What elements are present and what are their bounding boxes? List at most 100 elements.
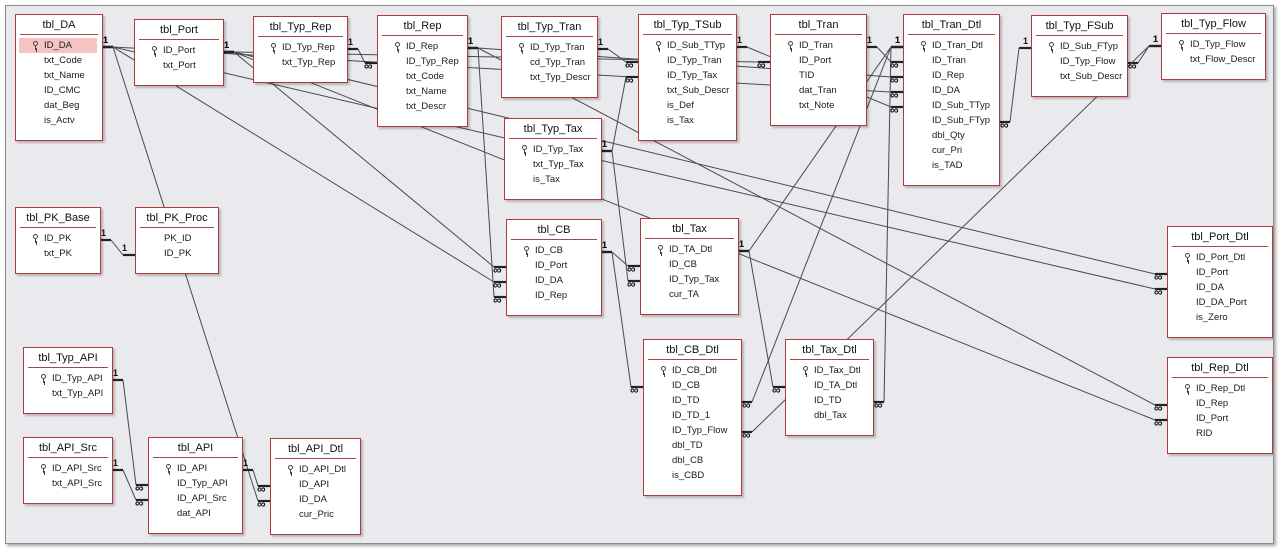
field[interactable]: txt_Flow_Descr xyxy=(1162,52,1265,67)
relationship-tbl-rep-to-tbl-cb[interactable] xyxy=(466,46,506,299)
table-title[interactable]: tbl_Tax xyxy=(645,221,734,239)
relationship-tbl-da-to-tbl-api-dtl[interactable] xyxy=(101,45,270,503)
table-title[interactable]: tbl_API_Src xyxy=(28,440,108,458)
relationship-line[interactable] xyxy=(112,46,1156,290)
field[interactable]: ID_API_Src xyxy=(149,491,242,506)
field[interactable]: dbl_TD xyxy=(644,438,741,453)
table-title[interactable]: tbl_PK_Base xyxy=(20,210,96,228)
field[interactable]: ID_Typ_Tax xyxy=(639,68,736,83)
field[interactable]: TID xyxy=(771,68,866,83)
primary-key-field[interactable]: ID_Typ_Tax xyxy=(505,142,601,157)
table-title[interactable]: tbl_Port xyxy=(139,22,219,40)
relationship-tbl-typ-tax-to-tbl-tax[interactable] xyxy=(600,149,640,283)
relationship-line[interactable] xyxy=(611,76,627,152)
relationship-line[interactable] xyxy=(122,469,137,501)
field[interactable]: ID_TD xyxy=(644,393,741,408)
field[interactable]: ID_Sub_FTyp xyxy=(904,113,999,128)
relationship-line[interactable] xyxy=(748,250,774,388)
relationship-line[interactable] xyxy=(112,46,495,283)
relationship-tbl-typ-tran-to-tbl-typ-tsub[interactable] xyxy=(596,47,638,64)
field[interactable]: cd_Typ_Tran xyxy=(502,55,597,70)
table-title[interactable]: tbl_Tran_Dtl xyxy=(908,17,995,35)
relationship-tbl-tran-dtl-to-tbl-tax-dtl[interactable] xyxy=(872,45,903,404)
primary-key-field[interactable]: ID_CB_Dtl xyxy=(644,363,741,378)
field[interactable]: ID_Rep xyxy=(1168,396,1272,411)
field[interactable]: ID_Typ_Rep xyxy=(378,54,467,69)
field[interactable]: ID_Port xyxy=(507,258,601,273)
field[interactable]: txt_Sub_Descr xyxy=(1032,69,1127,84)
field[interactable]: ID_Port xyxy=(1168,265,1272,280)
primary-key-field[interactable]: ID_TA_Dtl xyxy=(641,242,738,257)
relationship-line[interactable] xyxy=(748,46,892,252)
primary-key-field[interactable]: ID_Port_Dtl xyxy=(1168,250,1272,265)
relationship-line[interactable] xyxy=(357,48,366,64)
relationship-tbl-rep-to-tbl-rep-dtl[interactable] xyxy=(466,46,1167,407)
primary-key-field[interactable]: ID_Typ_API xyxy=(24,371,112,386)
table-title[interactable]: tbl_Typ_Flow xyxy=(1166,16,1261,34)
relationship-line[interactable] xyxy=(252,469,259,487)
field[interactable]: RID xyxy=(1168,426,1272,441)
field[interactable]: is_TAD xyxy=(904,158,999,173)
field[interactable]: is_Actv xyxy=(16,113,102,128)
field[interactable]: ID_DA xyxy=(271,492,360,507)
field[interactable]: ID_Rep xyxy=(904,68,999,83)
primary-key-field[interactable]: ID_Sub_FTyp xyxy=(1032,39,1127,54)
relationship-tbl-tran-to-tbl-tran-dtl[interactable] xyxy=(865,45,903,64)
relationship-tbl-typ-fsub-to-tbl-tran-dtl[interactable] xyxy=(998,46,1031,124)
relationship-line[interactable] xyxy=(883,46,892,403)
relationship-line[interactable] xyxy=(876,46,892,63)
table-title[interactable]: tbl_Typ_Rep xyxy=(258,19,343,37)
primary-key-field[interactable]: ID_Tran xyxy=(771,38,866,53)
field[interactable]: txt_Port xyxy=(135,58,223,73)
field[interactable]: dbl_Qty xyxy=(904,128,999,143)
relationship-line[interactable] xyxy=(110,239,124,256)
primary-key-field[interactable]: ID_DA xyxy=(19,38,97,53)
field[interactable]: ID_Typ_Tax xyxy=(641,272,738,287)
relationship-tbl-tax-to-tbl-tax-dtl[interactable] xyxy=(737,249,785,389)
relationship-line[interactable] xyxy=(607,48,627,63)
primary-key-field[interactable]: ID_Typ_Tran xyxy=(502,40,597,55)
table-title[interactable]: tbl_CB_Dtl xyxy=(648,342,737,360)
field[interactable]: ID_API xyxy=(271,477,360,492)
relationship-line[interactable] xyxy=(611,150,629,282)
table-title[interactable]: tbl_Port_Dtl xyxy=(1172,229,1268,247)
field[interactable]: is_Def xyxy=(639,98,736,113)
field[interactable]: ID_Port xyxy=(1168,411,1272,426)
relationship-tbl-api-src-to-tbl-api[interactable] xyxy=(111,468,148,502)
field[interactable]: dat_Beg xyxy=(16,98,102,113)
primary-key-field[interactable]: ID_Rep_Dtl xyxy=(1168,381,1272,396)
primary-key-field[interactable]: ID_Tran_Dtl xyxy=(904,38,999,53)
field[interactable]: ID_DA_Port xyxy=(1168,295,1272,310)
field[interactable]: ID_DA xyxy=(507,273,601,288)
relationship-line[interactable] xyxy=(611,251,629,267)
field[interactable]: ID_CMC xyxy=(16,83,102,98)
primary-key-field[interactable]: ID_Rep xyxy=(378,39,467,54)
field[interactable]: txt_Typ_Descr xyxy=(502,70,597,85)
field[interactable]: txt_Name xyxy=(378,84,467,99)
table-title[interactable]: tbl_Typ_FSub xyxy=(1036,18,1123,36)
primary-key-field[interactable]: ID_API_Dtl xyxy=(271,462,360,477)
relationship-tbl-typ-rep-to-tbl-rep[interactable] xyxy=(346,47,377,65)
field[interactable]: ID_Port xyxy=(771,53,866,68)
primary-key-field[interactable]: ID_Typ_Rep xyxy=(254,40,347,55)
relationship-line[interactable] xyxy=(477,47,495,298)
field[interactable]: PK_ID xyxy=(136,231,218,246)
field[interactable]: ID_PK xyxy=(136,246,218,261)
field[interactable]: ID_CB xyxy=(644,378,741,393)
field[interactable]: txt_PK xyxy=(16,246,100,261)
